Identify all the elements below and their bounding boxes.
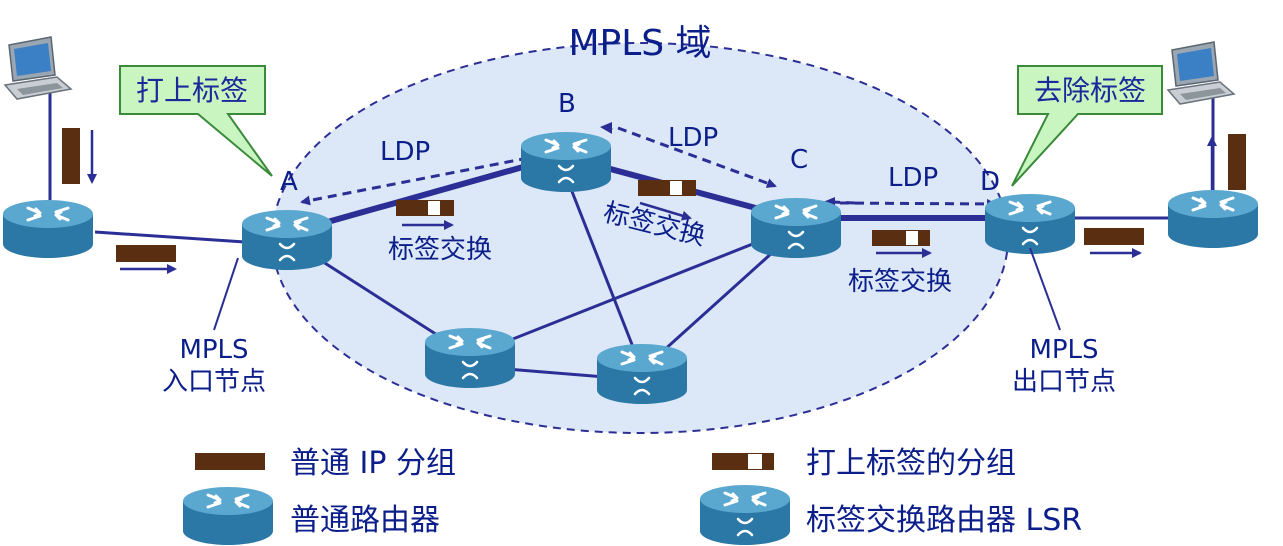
lsr-inner-2: [595, 342, 689, 406]
packets: [62, 128, 1246, 262]
legend: 普通 IP 分组 打上标签的分组 普通路由器 标签交换路由器 LSR: [181, 446, 1082, 546]
plain-router-left: [1, 198, 95, 260]
node-label-b: B: [558, 89, 576, 119]
lsr-inner-1: [423, 326, 517, 390]
ingress-line2: 入口节点: [162, 367, 266, 397]
lsr-c: [749, 196, 843, 260]
lsr-d: [983, 192, 1077, 256]
legend-lsr-icon: [698, 483, 792, 546]
legend-labeled-packet-swatch: [712, 453, 774, 470]
callout-pop: 去除标签: [1011, 65, 1163, 187]
direction-arrows: [87, 130, 1217, 274]
node-label-c: C: [790, 145, 808, 175]
legend-plain-packet-swatch: [195, 453, 265, 470]
plain-router-right: [1166, 188, 1260, 250]
legend-plain-router: 普通路由器: [290, 503, 440, 538]
node-label-d: D: [980, 167, 1000, 197]
swap-label-cd: 标签交换: [848, 267, 952, 297]
ldp-label-cd: LDP: [888, 163, 938, 193]
lsr-b: [519, 130, 613, 194]
egress-line1: MPLS: [1029, 335, 1098, 365]
callout-pop-label: 去除标签: [1034, 74, 1146, 107]
domain-title: MPLS 域: [568, 23, 711, 64]
legend-plain-router-icon: [181, 485, 275, 546]
node-label-a: A: [280, 167, 298, 197]
callout-push-label: 打上标签: [136, 74, 248, 107]
laptop-left-icon: [4, 36, 72, 100]
ldp-label-ab: LDP: [380, 137, 430, 167]
laptop-right-icon: [1167, 41, 1235, 105]
legend-lsr: 标签交换路由器 LSR: [806, 503, 1082, 538]
callout-push: 打上标签: [119, 65, 273, 177]
lsr-a: [240, 208, 334, 272]
ldp-label-bc: LDP: [668, 123, 718, 153]
swap-label-ab: 标签交换: [388, 235, 492, 265]
egress-line2: 出口节点: [1012, 367, 1116, 397]
legend-plain-packet: 普通 IP 分组: [290, 446, 456, 481]
ingress-line1: MPLS: [179, 335, 248, 365]
legend-labeled-packet: 打上标签的分组: [806, 446, 1016, 481]
